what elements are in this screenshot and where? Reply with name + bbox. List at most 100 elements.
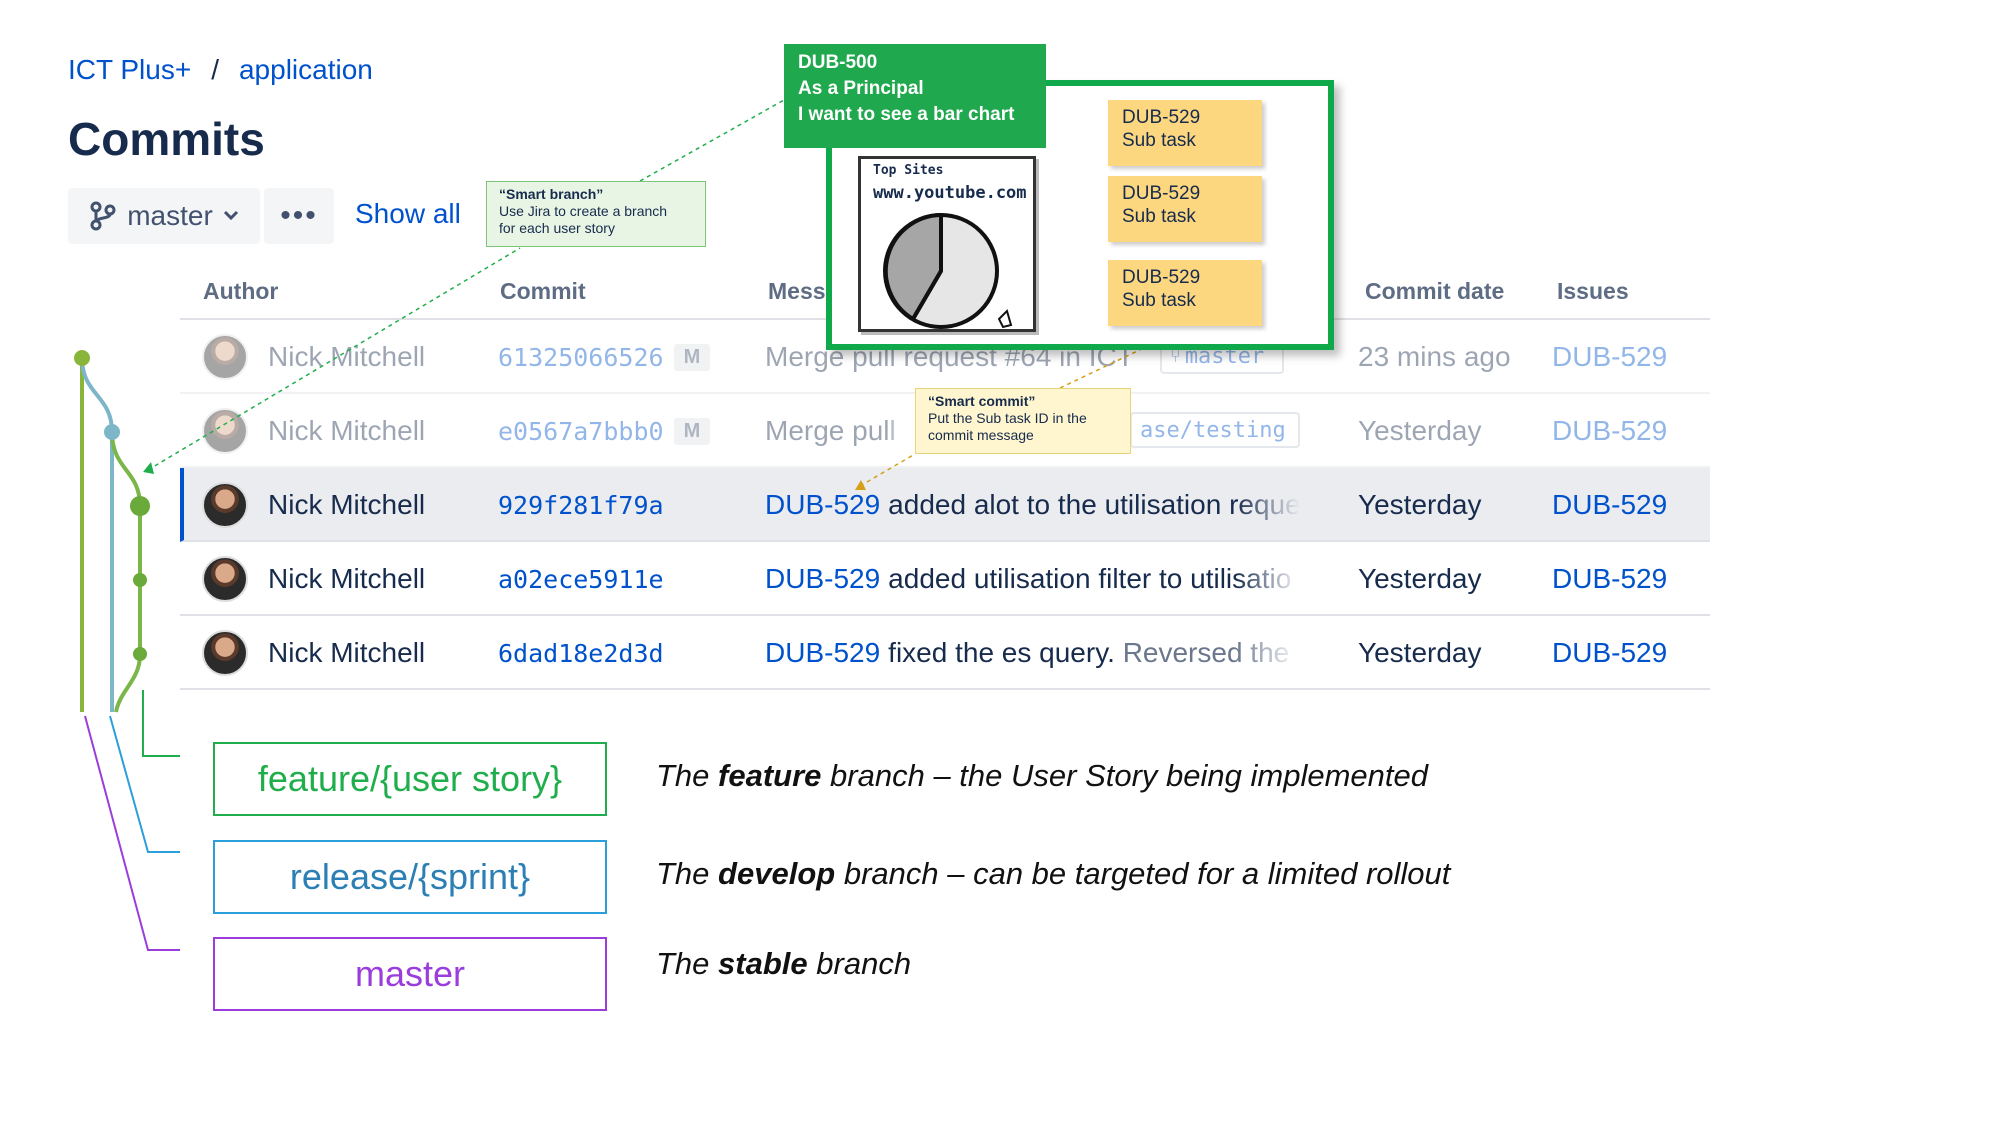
smart-commit-callout: “Smart commit” Put the Sub task ID in th… [915,388,1131,454]
callout-line-2: commit message [928,427,1034,443]
issue-link[interactable]: DUB-529 [1552,415,1668,446]
column-header-commit-date[interactable]: Commit date [1365,278,1505,304]
author-name[interactable]: Nick Mitchell [268,489,426,520]
feature-legend-connector [142,690,180,757]
master-legend-connector [84,715,180,951]
feature-commit-node [133,647,147,661]
commit-callout-connector [859,453,916,487]
user-story-card[interactable]: DUB-500 As a Principal I want to see a b… [784,44,1046,148]
commit-hash[interactable]: a02ece5911e [498,564,664,594]
commit-message[interactable]: Merge pull r [765,415,905,446]
breadcrumb-separator: / [211,54,219,85]
legend-desc-pre: The [656,758,710,793]
story-line-1: As a Principal [798,78,924,99]
commit-message-text: added alot to the utilisation reque [888,489,1300,520]
merge-badge: M [673,343,711,371]
column-header-author[interactable]: Author [203,278,279,304]
commit-message-text: fixed the es query. [888,637,1115,668]
legend-connectors [84,690,180,951]
issue-link[interactable]: DUB-529 [1552,563,1668,594]
commit-date: Yesterday [1358,637,1482,668]
branch-selector-label: master [127,200,213,231]
author-name[interactable]: Nick Mitchell [268,341,426,372]
show-all-link[interactable]: Show all [355,198,461,229]
subtask-key: DUB-529 [1122,267,1201,288]
commit-date: Yesterday [1358,415,1482,446]
breadcrumb-repo-link[interactable]: application [238,54,373,85]
issue-key-link[interactable]: DUB-529 [765,563,881,594]
issue-key-link[interactable]: DUB-529 [765,489,881,520]
commit-hash[interactable]: 61325066526 M [498,320,718,394]
branch-callout-connector [147,247,521,471]
column-header-commit[interactable]: Commit [500,278,586,304]
release-branch-description: The develop branch – can be targeted for… [656,856,1450,892]
breadcrumb-project-link[interactable]: ICT Plus+ [68,54,192,85]
column-header-message[interactable]: Mess [768,278,826,304]
sketch-site: www.youtube.com [873,183,1027,203]
subtask-card[interactable]: DUB-529 Sub task [1108,260,1262,326]
chevron-down-icon [223,210,238,221]
master-commit-node [74,350,90,366]
commit-date: Yesterday [1358,489,1482,520]
branch-tag[interactable]: ase/testing [1130,412,1300,448]
legend-desc-post: branch – the User Story being implemente… [830,758,1428,793]
issue-link[interactable]: DUB-529 [1552,637,1668,668]
legend-desc-post: branch [816,946,912,981]
subtask-label: Sub task [1122,290,1196,311]
column-header-issues[interactable]: Issues [1557,278,1629,304]
subtask-card[interactable]: DUB-529 Sub task [1108,176,1262,242]
legend-desc-pre: The [656,856,710,891]
issue-key-link[interactable]: DUB-529 [765,637,881,668]
commit-hash[interactable]: 929f281f79a [498,490,664,520]
callout-title: “Smart commit” [928,393,1036,409]
callout-connectors [143,99,1191,490]
commit-callout-arrowhead [855,480,866,490]
table-fade [180,700,1710,712]
subtask-key: DUB-529 [1122,107,1201,128]
author-name[interactable]: Nick Mitchell [268,637,426,668]
commit-message-text: added utilisation filter to utilisatio [888,563,1292,594]
author-name[interactable]: Nick Mitchell [268,563,426,594]
feature-commit-node [133,573,147,587]
subtask-card[interactable]: DUB-529 Sub task [1108,100,1262,166]
commit-hash[interactable]: e0567a7bbb0 M [498,394,718,468]
feature-graph-line [110,431,142,713]
legend-desc-bold: stable [718,946,808,981]
master-branch-description: The stable branch [656,946,911,982]
branch-tag-icon: ⑂ [1170,345,1181,367]
release-commit-node [104,424,120,440]
branch-callout-arrowhead [143,462,154,474]
graph-lines [74,350,150,713]
avatar [202,482,248,528]
commit-hash-text[interactable]: 61325066526 [498,342,664,372]
commit-date: 23 mins ago [1358,341,1511,372]
issue-link[interactable]: DUB-529 [1552,341,1668,372]
branch-icon [90,201,116,231]
feature-branch-description: The feature branch – the User Story bein… [656,758,1428,794]
branch-story-connector [639,99,785,182]
author-name[interactable]: Nick Mitchell [268,415,426,446]
commit-hash[interactable]: 6dad18e2d3d [498,638,664,668]
subtask-key: DUB-529 [1122,183,1201,204]
callout-line-1: Use Jira to create a branch [499,203,668,219]
breadcrumb: ICT Plus+ / application [68,54,373,86]
release-legend-connector [109,715,180,853]
merge-badge: M [673,417,711,445]
callout-line-2: for each user story [499,220,615,236]
feature-branch-legend: feature/{user story} [213,742,607,816]
story-key: DUB-500 [798,52,878,73]
commit-date: Yesterday [1358,563,1482,594]
more-actions-button[interactable]: ••• [264,188,334,244]
commit-hash-text[interactable]: e0567a7bbb0 [498,416,664,446]
master-branch-legend: master [213,937,607,1011]
issue-link[interactable]: DUB-529 [1552,489,1668,520]
branch-selector[interactable]: master [68,188,260,244]
